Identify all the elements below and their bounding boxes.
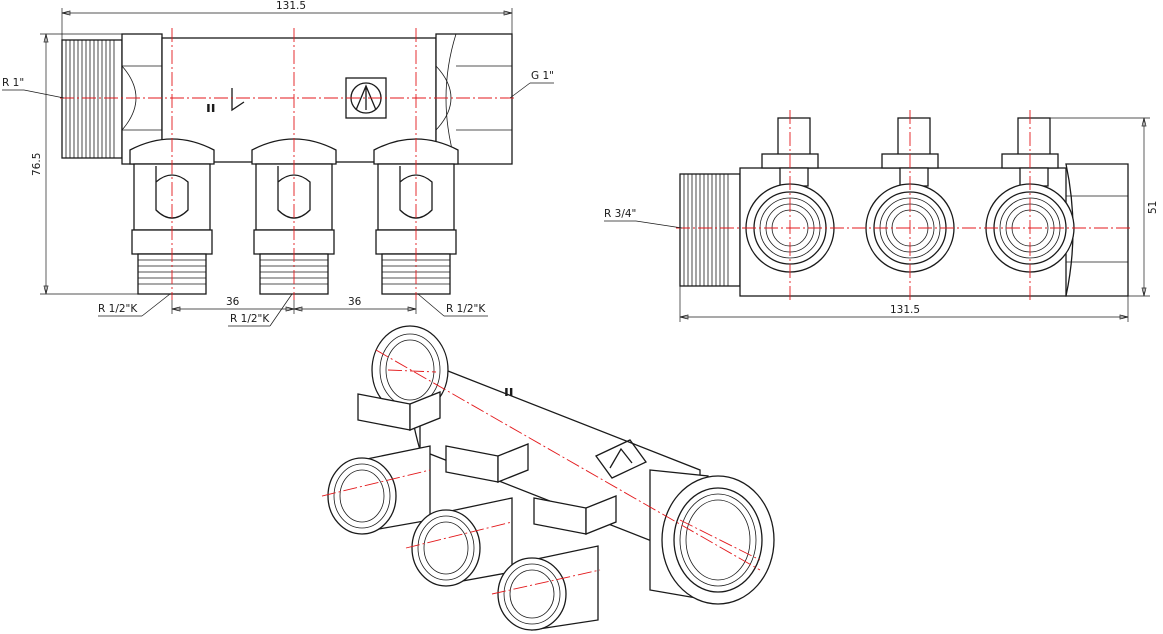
iso-handle-right — [533, 495, 617, 535]
iso-handle-middle — [445, 443, 529, 483]
front-centerlines — [60, 28, 516, 300]
top-outlet-end — [1065, 163, 1129, 297]
inlet-male-thread — [61, 39, 123, 159]
top-inlet-thread — [679, 173, 741, 287]
isometric-view: ıı — [321, 325, 775, 631]
label-branch-middle: R 1/2"K — [230, 313, 270, 325]
front-spacing-left-dim: 36 — [226, 296, 240, 308]
label-branch-right: R 1/2"K — [446, 303, 486, 315]
iso-logo — [595, 439, 647, 479]
iso-branch-left — [327, 445, 431, 535]
label-top-inlet: R 3/4" — [604, 208, 636, 220]
iso-body-marking: ıı — [504, 384, 514, 400]
body-marking-symbol — [231, 88, 245, 112]
iso-outlet-female — [649, 469, 775, 605]
front-view: ıı — [2, 0, 554, 327]
top-dimensions: 51 131.5 R 3/4" — [604, 117, 1159, 322]
body-marking: ıı — [206, 100, 216, 116]
iso-centerlines — [321, 349, 761, 595]
front-leaders: R 1" G 1" R 1/2"K R 1/2"K R 1/2"K — [2, 70, 554, 327]
top-handle-right — [1001, 117, 1059, 187]
label-branch-left: R 1/2"K — [98, 303, 138, 315]
top-handle-left — [761, 117, 819, 187]
label-inlet-male: R 1" — [2, 77, 24, 89]
iso-inlet-thread — [371, 325, 449, 415]
front-height-dim: 76.5 — [31, 153, 43, 176]
top-centerlines — [676, 110, 1132, 300]
outlet-female-end — [435, 33, 513, 165]
iso-handle-left — [357, 391, 441, 431]
top-handle-middle — [881, 117, 939, 187]
iso-branch-middle — [411, 497, 513, 587]
front-dimensions: 131.5 76.5 36 36 — [31, 0, 513, 314]
label-outlet-female: G 1" — [531, 70, 554, 82]
top-view: 51 131.5 R 3/4" — [604, 110, 1159, 322]
iso-branch-right — [497, 545, 599, 631]
top-height-dim: 51 — [1147, 201, 1159, 214]
top-length-dim: 131.5 — [890, 304, 920, 316]
front-length-dim: 131.5 — [276, 0, 306, 12]
front-spacing-right-dim: 36 — [348, 296, 362, 308]
